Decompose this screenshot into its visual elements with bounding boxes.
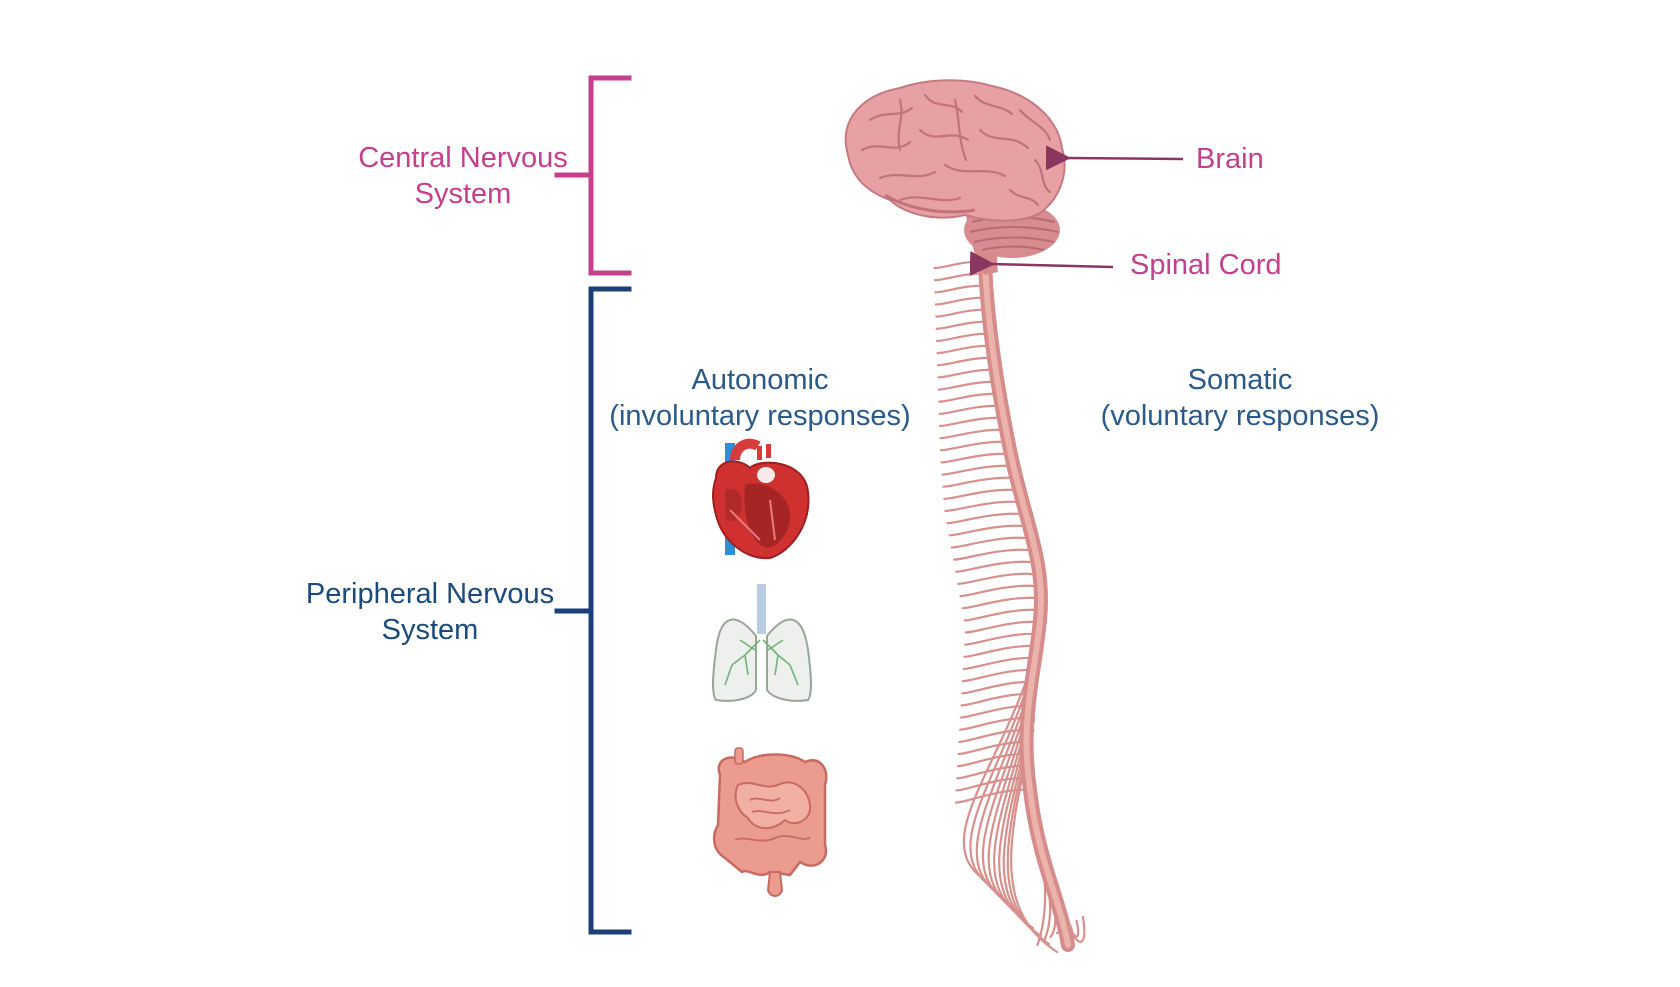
spinal-cord-label-text: Spinal Cord xyxy=(1130,249,1282,281)
nerve-branch xyxy=(939,428,1009,440)
spinal-cord-icon xyxy=(978,258,1075,952)
nerve-branch xyxy=(964,620,1041,634)
nerve-branch xyxy=(952,548,1030,561)
nerve-branch xyxy=(940,452,1012,464)
autonomic-label-line2: (involuntary responses) xyxy=(609,400,911,432)
nerve-branch xyxy=(963,608,1040,622)
nerve-branch xyxy=(954,788,1032,804)
lungs-icon xyxy=(712,584,812,702)
cns-label-line1: Central Nervous xyxy=(358,142,568,174)
spinal-cord-label: Spinal Cord xyxy=(1130,247,1330,283)
brain-label: Brain xyxy=(1196,141,1306,177)
nerve-branch xyxy=(950,536,1027,549)
nerve-branch xyxy=(939,440,1010,452)
brain-arrow xyxy=(1045,145,1184,171)
nerve-branch xyxy=(941,464,1014,476)
nerve-branch xyxy=(944,500,1021,513)
intestines-icon xyxy=(712,747,828,897)
somatic-label: Somatic (voluntary responses) xyxy=(1075,362,1405,434)
cns-label-line2: System xyxy=(414,178,512,210)
autonomic-label-line1: Autonomic xyxy=(691,364,829,396)
nerve-branch xyxy=(957,572,1034,585)
nerve-branch xyxy=(938,416,1007,428)
nerve-branch xyxy=(955,560,1032,573)
nerve-branch xyxy=(959,584,1036,598)
nerve-branch xyxy=(946,512,1023,525)
nerve-branch xyxy=(962,656,1039,671)
spinal-cord-arrow xyxy=(969,251,1114,277)
autonomic-label: Autonomic (involuntary responses) xyxy=(580,362,940,434)
brain-label-text: Brain xyxy=(1196,143,1264,175)
nerve-branch xyxy=(964,632,1041,646)
brain-icon xyxy=(844,79,1066,275)
somatic-label-line2: (voluntary responses) xyxy=(1100,400,1380,432)
nerve-branch xyxy=(963,644,1040,658)
pns-label-line2: System xyxy=(381,614,479,646)
somatic-label-line1: Somatic xyxy=(1187,364,1293,396)
central-nervous-system-label: Central Nervous System xyxy=(338,140,588,212)
nerve-branch xyxy=(948,524,1025,537)
peripheral-nervous-system-label: Peripheral Nervous System xyxy=(285,576,575,648)
nerve-branch xyxy=(933,260,986,270)
nerve-branch xyxy=(938,404,1006,415)
pns-bracket xyxy=(554,286,632,935)
pns-label-line1: Peripheral Nervous xyxy=(305,578,555,610)
spinal-nerves xyxy=(933,260,1086,954)
cns-bracket xyxy=(554,75,632,276)
nerve-branch xyxy=(943,488,1019,500)
nerve-branch xyxy=(942,476,1017,488)
nerve-branch xyxy=(961,596,1038,610)
heart-icon xyxy=(712,438,810,560)
